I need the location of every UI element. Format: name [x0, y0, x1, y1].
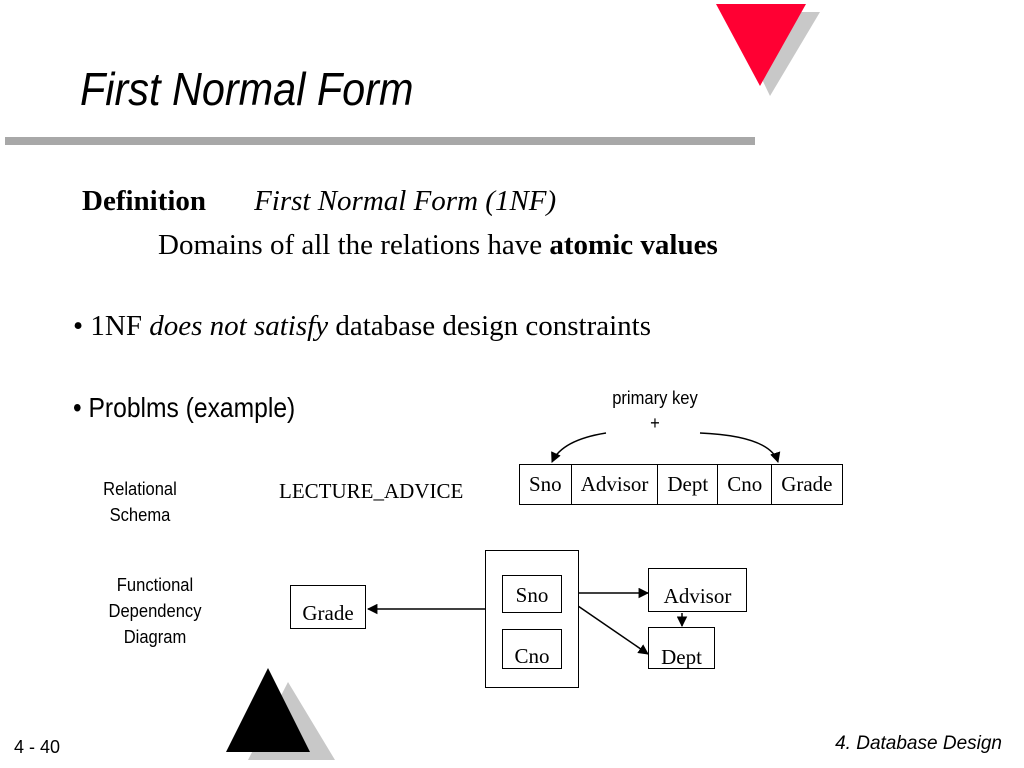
- bullet-1nf: • 1NF does not satisfy database design c…: [73, 310, 651, 343]
- definition-text-bold: atomic values: [549, 229, 718, 261]
- primary-key-plus: +: [650, 413, 660, 433]
- black-triangle-icon: [226, 668, 310, 752]
- chapter-footer: 4. Database Design: [835, 733, 1002, 754]
- title-divider: [5, 137, 755, 145]
- primary-key-label: primary key +: [604, 386, 705, 436]
- pk-arrow-cno: [699, 432, 781, 464]
- attr-dept: Dept: [657, 464, 719, 505]
- attr-sno: Sno: [519, 464, 572, 505]
- bullet1-pre: • 1NF: [73, 310, 150, 342]
- fd-label-line1: Functional: [116, 575, 194, 595]
- definition-term: First Normal Form (1NF): [254, 185, 557, 217]
- fd-dept-box: Dept: [648, 627, 715, 669]
- fd-cno-box: Cno: [502, 629, 562, 669]
- attr-grade: Grade: [771, 464, 843, 505]
- fd-label-line3: Diagram: [123, 627, 187, 647]
- bullet1-post: database design constraints: [328, 310, 652, 342]
- schema-label-line1: Relational: [103, 479, 177, 499]
- relational-schema-label: Relational Schema: [89, 476, 190, 528]
- fd-grade-box: Grade: [290, 585, 366, 629]
- schema-table: Sno Advisor Dept Cno Grade: [519, 464, 843, 505]
- schema-row: Sno Advisor Dept Cno Grade: [519, 464, 843, 505]
- attr-cno: Cno: [717, 464, 773, 505]
- page-title: First Normal Form: [80, 63, 414, 115]
- schema-label-line2: Schema: [109, 505, 171, 525]
- definition-line: Definition First Normal Form (1NF): [82, 185, 556, 218]
- bullet1-italic: does not satisfy: [149, 310, 329, 342]
- red-triangle-icon: [716, 4, 806, 86]
- attr-advisor: Advisor: [570, 464, 659, 505]
- pk-arrow-sno: [551, 432, 607, 463]
- relation-name: LECTURE_ADVICE: [279, 479, 464, 503]
- definition-label: Definition: [82, 185, 207, 217]
- definition-text: Domains of all the relations have atomic…: [158, 229, 718, 262]
- page-number: 4 - 40: [14, 737, 61, 757]
- definition-text-pre: Domains of all the relations have: [158, 229, 550, 261]
- fd-diagram-label: Functional Dependency Diagram: [100, 572, 210, 650]
- primary-key-text: primary key: [612, 388, 698, 408]
- fd-label-line2: Dependency: [108, 601, 202, 621]
- fd-sno-box: Sno: [502, 575, 562, 613]
- fd-advisor-box: Advisor: [648, 568, 747, 612]
- bullet-problems: • Problms (example): [73, 392, 296, 423]
